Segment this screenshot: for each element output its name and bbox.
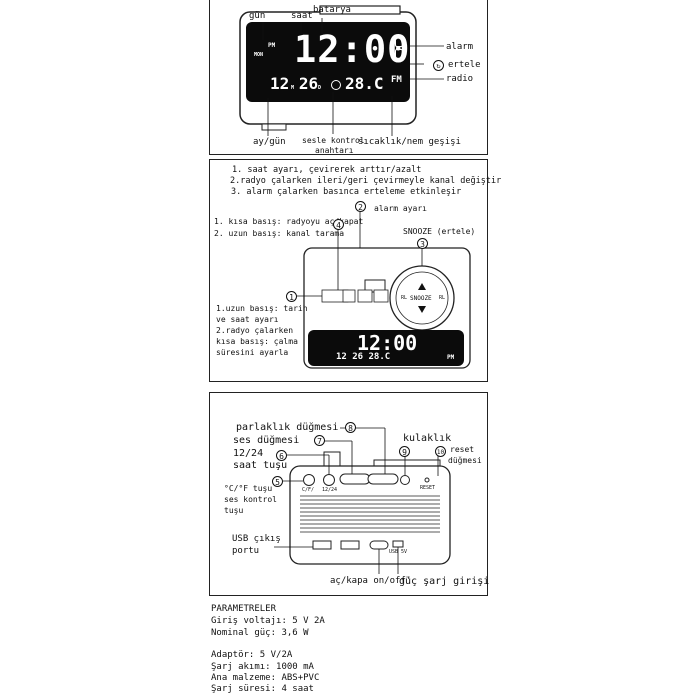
p3-num-7: 7 [314,435,325,446]
clock3-body [289,465,451,565]
headphone-jack [400,475,410,485]
alarm-icon-2 [395,49,403,59]
p2-line2: 2.radyo çalarken ileri/geri çevirmeyle k… [230,176,502,186]
label-saat-tusu-2: saat tuşu [233,460,288,471]
label-sesle-1: sesle kontrol [302,136,365,145]
label-reset-2: düğmesi [448,456,482,465]
reset-hole [424,477,430,483]
p2-num-3: 3 [417,238,428,249]
p2-display-pm: PM [447,354,455,361]
p3-num-5: 5 [272,476,283,487]
clock-lcd-screen [246,22,410,102]
p2-left-top-1: 1. kısa basış: radyoyu aç/kapat [214,217,364,226]
display-d: D [318,85,322,91]
p2-display-time: 12:00 [357,331,418,355]
p3-num-10: 10 [435,446,446,457]
p2-left-bottom-3: 2.radyo çalarken [216,326,294,335]
label-saat: saat [291,11,313,21]
btn-1224-label: 12/24 [322,487,338,493]
display-temp: 28.C [345,74,384,93]
display-m: M [291,85,295,91]
display-fm: FM [391,75,402,85]
brightness-slider [367,473,399,485]
p2-left-bottom-5: süresini ayarla [216,348,289,357]
display-date: 12 26 [270,74,319,93]
p2-left-bottom-1: 1.uzun basış: tarih [216,304,308,313]
label-radio: radio [446,74,474,84]
p2-rl-left: RL [401,295,408,301]
btn-reset-label: RESET [420,485,436,491]
speaker-grille [300,495,440,533]
clock2-lcd [308,330,464,366]
label-ertele: ertele [448,60,481,70]
p2-display-sub: 12 26 28.C [336,352,391,362]
params-l5: Ana malzeme: ABS+PVC [211,673,320,683]
p3-num-6: 6 [276,450,287,461]
params-l6: Şarj süresi: 4 saat [211,684,314,694]
p3-num-9: 9 [399,446,410,457]
p2-line1: 1. saat ayarı, çevirerek arttır/azalt [232,165,422,175]
p2-snooze-btn[interactable]: SNOOZE [410,295,432,302]
label-saat-tusu-1: 12/24 [233,448,264,459]
ertele-icon: ↻ [433,60,444,71]
params-l2: Nominal güç: 3,6 W [211,628,309,638]
p2-left-bottom-2: ve saat ayarı [216,315,279,324]
panel-display-overview [209,0,488,155]
panel-buttons-top [209,159,488,382]
p2-alarm-ayari: alarm ayarı [374,204,427,213]
usb-port-2 [340,540,360,550]
label-alarm: alarm [446,42,474,52]
label-gun: gün [249,11,266,21]
p3-num-8: 8 [345,422,356,433]
label-cf-2: ses kontrol [224,495,277,504]
params-title: PARAMETRELER [211,604,277,614]
label-parlaklik: parlaklık düğmesi [236,422,339,433]
p2-line3: 3. alarm çalarken basınca erteleme etkin… [231,187,462,197]
clock-top-bar [319,5,401,15]
label-sicaklik: sıcaklık/nem geşişi [358,137,461,147]
btn-usb-label: USB 5V [389,549,408,555]
p2-left-bottom-4: kısa basış: çalma [216,337,298,346]
params-l3: Adaptör: 5 V/2A [211,650,293,660]
label-guc: güç şarj girişi [399,576,490,587]
label-sesle-2: anahtarı [315,146,354,155]
p2-rl-right: RL [439,295,446,301]
p2-num-2: 2 [355,201,366,212]
label-aygun: ay/gün [253,137,286,147]
label-ses-dugmesi: ses düğmesi [233,435,300,446]
clock-foot [261,123,287,131]
p2-num-4: 4 [333,219,344,230]
p2-snooze-label: SNOOZE (ertele) [403,227,476,236]
voice-icon [331,80,341,90]
usb-port-1 [312,540,332,550]
label-acikapa: aç/kapa on/off' [330,576,412,586]
label-usb-2: portu [232,546,260,556]
label-batarya: batarya [313,5,351,15]
btn-1224 [323,474,335,486]
panel-rear-view [209,392,488,596]
label-reset-1: reset [450,445,475,454]
label-cf-1: °C/°F tuşu [224,484,273,493]
btn-cf-label: C/F/ [302,487,315,493]
alarm-icon-1 [395,37,403,47]
label-kulaklik: kulaklık [403,433,452,444]
display-pm: PM [268,42,276,49]
params-l1: Giriş voltajı: 5 V 2A [211,616,325,626]
label-usb-1: USB çıkış [232,534,281,544]
display-time: 12:00 [294,28,411,71]
display-mon: MON [254,52,264,58]
label-cf-3: tuşu [224,506,244,515]
btn-cf [303,474,315,486]
p2-num-1: 1 [286,291,297,302]
params-l4: Şarj akımı: 1000 mA [211,662,314,672]
p2-left-top-2: 2. uzun basış: kanal tarama [214,229,345,238]
